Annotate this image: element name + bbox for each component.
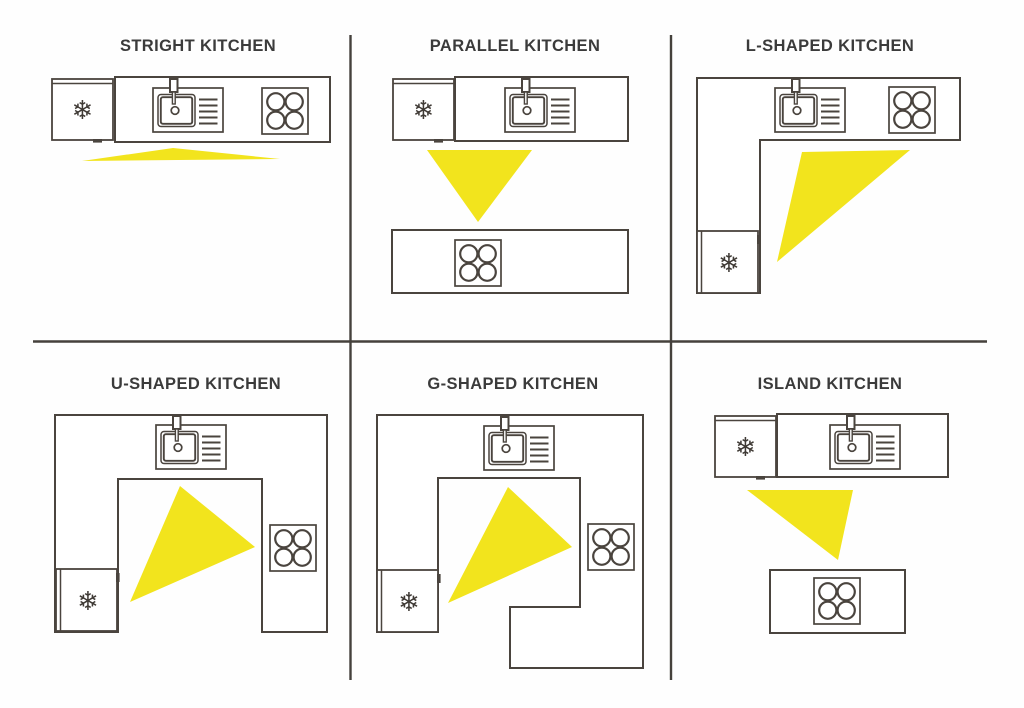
panel-island-kitchen-plan: [714, 413, 949, 634]
grid-dividers: [33, 35, 987, 680]
panel-parallel-kitchen-plan: [391, 76, 629, 294]
panel-u-shaped-kitchen-plan: [54, 414, 328, 633]
refrigerator-symbol: [55, 568, 121, 632]
work-triangle: [82, 148, 280, 161]
panel-straight-kitchen-plan: [51, 76, 331, 161]
counter-run: [54, 414, 328, 633]
work-triangle: [747, 490, 853, 560]
island-counter: [769, 569, 906, 634]
refrigerator-symbol: [51, 78, 114, 144]
counter-run: [776, 413, 949, 478]
panel-title-u-shaped: U-SHAPED KITCHEN: [110, 374, 282, 393]
refrigerator-symbol: [392, 78, 455, 144]
work-triangle: [448, 487, 572, 603]
counter-run: [454, 76, 629, 142]
work-triangle: [777, 150, 910, 262]
panel-title-parallel: PARALLEL KITCHEN: [429, 36, 601, 55]
refrigerator-symbol: [714, 415, 777, 481]
panel-title-straight: STRIGHT KITCHEN: [119, 36, 277, 55]
panel-l-shaped-kitchen-plan: [696, 77, 961, 294]
panel-title-g-shaped: G-SHAPED KITCHEN: [427, 374, 599, 393]
panel-g-shaped-kitchen-plan: [376, 414, 644, 669]
panel-title-island: ISLAND KITCHEN: [757, 374, 903, 393]
work-triangle: [427, 150, 532, 222]
counter-run: [391, 229, 629, 294]
panel-title-l-shaped: L-SHAPED KITCHEN: [745, 36, 915, 55]
refrigerator-symbol: [376, 569, 442, 633]
work-triangle: [130, 486, 255, 602]
refrigerator-symbol: [696, 230, 762, 294]
